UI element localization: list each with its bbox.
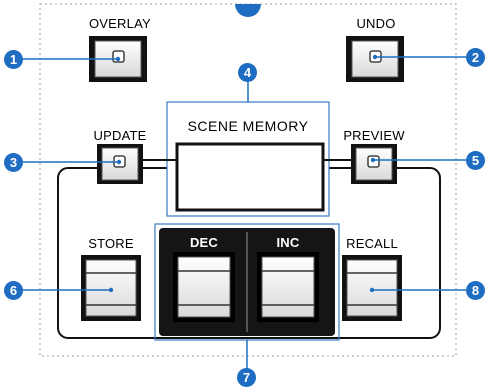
- callout-leaders: [23, 56, 466, 370]
- dec-label: DEC: [189, 235, 219, 250]
- undo-key[interactable]: [346, 36, 404, 82]
- update-key[interactable]: [97, 144, 143, 184]
- callout-3-badge: 3: [4, 153, 23, 172]
- undo-label: UNDO: [356, 16, 396, 31]
- dotted-outline: [39, 3, 457, 357]
- callout-6-badge: 6: [4, 281, 23, 300]
- callout-5-badge: 5: [466, 151, 485, 170]
- inc-key[interactable]: [257, 252, 319, 322]
- preview-label: PREVIEW: [343, 128, 405, 143]
- callout-4-badge: 4: [238, 63, 257, 82]
- callout-7-badge: 7: [237, 368, 256, 387]
- recall-label: RECALL: [346, 236, 398, 251]
- dec-key[interactable]: [173, 252, 235, 322]
- overlay-label: OVERLAY: [89, 16, 151, 31]
- callout-1-badge: 1: [4, 50, 23, 69]
- inc-label: INC: [276, 235, 300, 250]
- top-marker-icon: [235, 4, 261, 17]
- callout-2-badge: 2: [466, 48, 485, 67]
- store-label: STORE: [88, 236, 134, 251]
- scene-memory-display: [175, 142, 325, 212]
- update-label: UPDATE: [93, 128, 147, 143]
- preview-key[interactable]: [351, 144, 397, 184]
- callout-8-badge: 8: [466, 281, 485, 300]
- scene-memory-label: SCENE MEMORY: [187, 118, 309, 134]
